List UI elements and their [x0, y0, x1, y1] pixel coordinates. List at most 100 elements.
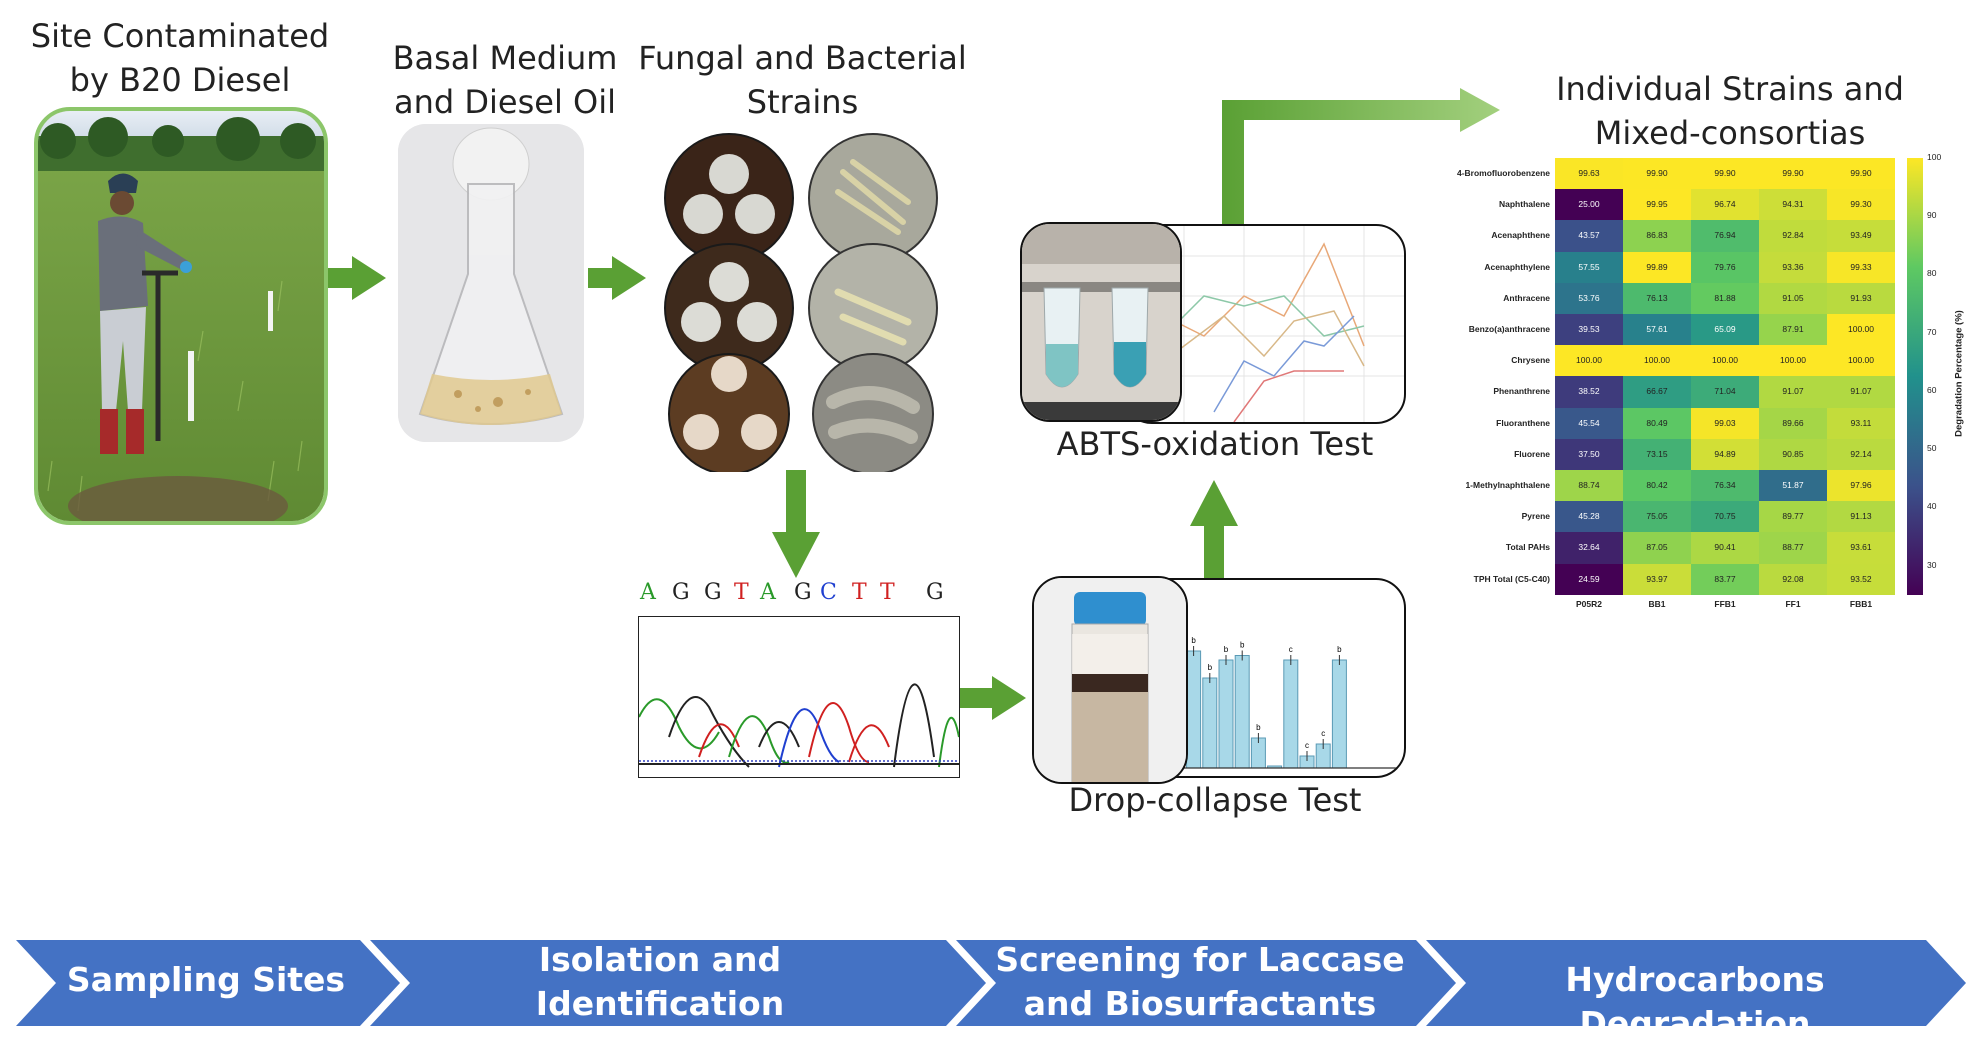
- heatmap-cell: 93.11: [1827, 407, 1895, 439]
- banner-label-sampling: Sampling Sites: [66, 960, 346, 999]
- heatmap-cell: 76.94: [1691, 220, 1759, 252]
- heatmap-cell: 45.54: [1555, 407, 1623, 439]
- banner-label-screening: Screening for Laccase and Biosurfactants: [995, 940, 1405, 1023]
- heatmap-cell: 66.67: [1623, 376, 1691, 408]
- arrow-drop-up: [1190, 480, 1238, 578]
- drop-bar: [1331, 659, 1347, 769]
- drop-bar: [1186, 650, 1202, 769]
- heatmap-cell: 99.90: [1759, 158, 1827, 190]
- heatmap-row-label: Anthracene: [1503, 292, 1550, 303]
- heatmap-cell: 91.05: [1759, 282, 1827, 314]
- flask-photo: [398, 124, 584, 442]
- heatmap-cell: 79.76: [1691, 251, 1759, 283]
- heatmap-cell: 88.74: [1555, 470, 1623, 502]
- colorbar-tick-label: 30: [1927, 559, 1937, 570]
- bar-significance-letter: b: [1191, 636, 1196, 645]
- heatmap-cell: 24.59: [1555, 563, 1623, 595]
- heatmap-cell: 92.14: [1827, 438, 1895, 470]
- medium-caption: Basal Medium and Diesel Oil: [392, 39, 618, 121]
- base-letter: G: [926, 580, 944, 605]
- heatmap-cell: 91.07: [1827, 376, 1895, 408]
- heatmap-row-label: Naphthalene: [1498, 199, 1550, 210]
- heatmap-cell: 90.41: [1691, 532, 1759, 564]
- heatmap-cell: 89.66: [1759, 407, 1827, 439]
- heatmap-cell: 99.95: [1623, 189, 1691, 221]
- colorbar-tick-label: 90: [1927, 210, 1937, 221]
- heatmap-cell: 87.91: [1759, 314, 1827, 346]
- chromatogram: [638, 616, 960, 778]
- heatmap-column-label: BB1: [1648, 598, 1666, 609]
- heatmap-cell: 92.84: [1759, 220, 1827, 252]
- heatmap-cell: 43.57: [1555, 220, 1623, 252]
- colorbar-tick-label: 40: [1927, 501, 1937, 512]
- heatmap-cell: 32.64: [1555, 532, 1623, 564]
- heatmap-cell: 88.77: [1759, 532, 1827, 564]
- banner-stage-1: [16, 940, 400, 1026]
- base-letter: T: [734, 580, 749, 605]
- banner-label-isolation: Isolation and Identification: [535, 940, 785, 1023]
- heatmap-cell: 37.50: [1555, 438, 1623, 470]
- base-letter: A: [640, 580, 656, 605]
- colorbar-tick-label: 50: [1927, 443, 1937, 454]
- heatmap-cell: 94.89: [1691, 438, 1759, 470]
- heatmap-column-label: FFB1: [1714, 598, 1736, 609]
- site-photo: [34, 107, 328, 525]
- heatmap-row-label: Total PAHs: [1505, 542, 1550, 553]
- process-banner: [16, 940, 1966, 1026]
- heatmap-cell: 57.61: [1623, 314, 1691, 346]
- base-letter: G: [794, 580, 812, 605]
- heatmap-cell: 91.07: [1759, 376, 1827, 408]
- heatmap-row-label: 4-Bromofluorobenzene: [1456, 168, 1550, 178]
- heatmap-cell: 80.49: [1623, 407, 1691, 439]
- heatmap-cell: 53.76: [1555, 282, 1623, 314]
- drop-bar: [1234, 655, 1250, 769]
- bar-significance-letter: c: [1321, 729, 1325, 738]
- heatmap-cell: 97.96: [1827, 470, 1895, 502]
- flow-arrows: [328, 88, 1500, 720]
- heatmap-row-label: Fluorene: [1514, 448, 1550, 459]
- banner-label-degradation: Hydrocarbons Degradation: [1565, 960, 1825, 1043]
- heatmap-cell: 99.90: [1623, 158, 1691, 190]
- heatmap-colorbar: [1907, 158, 1923, 595]
- heatmap-cell: 89.77: [1759, 501, 1827, 533]
- bar-significance-letter: c: [1305, 741, 1309, 750]
- drop-bar: [1283, 659, 1299, 769]
- heatmap-cell: 99.30: [1827, 189, 1895, 221]
- heatmap-cell: 94.31: [1759, 189, 1827, 221]
- heatmap-cell: 65.09: [1691, 314, 1759, 346]
- heatmap-row-label: Acenaphthylene: [1484, 261, 1550, 272]
- heatmap-cell: 93.61: [1827, 532, 1895, 564]
- heatmap-cell: 71.04: [1691, 376, 1759, 408]
- heatmap-row-label: Phenanthrene: [1493, 386, 1550, 397]
- base-letter: T: [852, 580, 867, 605]
- heatmap-cell: 100.00: [1691, 345, 1759, 377]
- heatmap-cell: 92.08: [1759, 563, 1827, 595]
- colorbar-tick-label: 80: [1927, 268, 1937, 279]
- heatmap-cell: 86.83: [1623, 220, 1691, 252]
- base-letter: T: [880, 580, 895, 605]
- arrow-strains-down: [772, 470, 820, 578]
- heatmap-cell: 87.05: [1623, 532, 1691, 564]
- heatmap-cell: 99.90: [1691, 158, 1759, 190]
- heatmap-title: Individual Strains and Mixed-consortias: [1556, 70, 1904, 152]
- heatmap-row-label: Benzo(a)anthracene: [1468, 324, 1550, 334]
- heatmap-cell: 99.63: [1555, 158, 1623, 190]
- dna-sequence-letters: A G G T A G C T T G: [636, 580, 966, 610]
- site-caption: Site Contaminated by B20 Diesel: [30, 17, 330, 99]
- abts-caption: ABTS-oxidation Test: [1056, 425, 1374, 463]
- heatmap-column-label: P05R2: [1576, 598, 1602, 609]
- bar-significance-letter: b: [1240, 641, 1245, 650]
- heatmap-cell: 25.00: [1555, 189, 1623, 221]
- drop-caption: Drop-collapse Test: [1068, 781, 1362, 819]
- colorbar-tick-label: 70: [1927, 326, 1937, 337]
- bar-significance-letter: b: [1224, 645, 1229, 654]
- heatmap-cell: 99.33: [1827, 251, 1895, 283]
- heatmap-cell: 96.74: [1691, 189, 1759, 221]
- strains-caption: Fungal and Bacterial Strains: [638, 39, 967, 121]
- banner-stage-3: [956, 940, 1456, 1026]
- heatmap-cell: 83.77: [1691, 563, 1759, 595]
- base-letter: G: [704, 580, 722, 605]
- heatmap-cell: 75.05: [1623, 501, 1691, 533]
- heatmap-row-label: Acenaphthene: [1491, 230, 1550, 241]
